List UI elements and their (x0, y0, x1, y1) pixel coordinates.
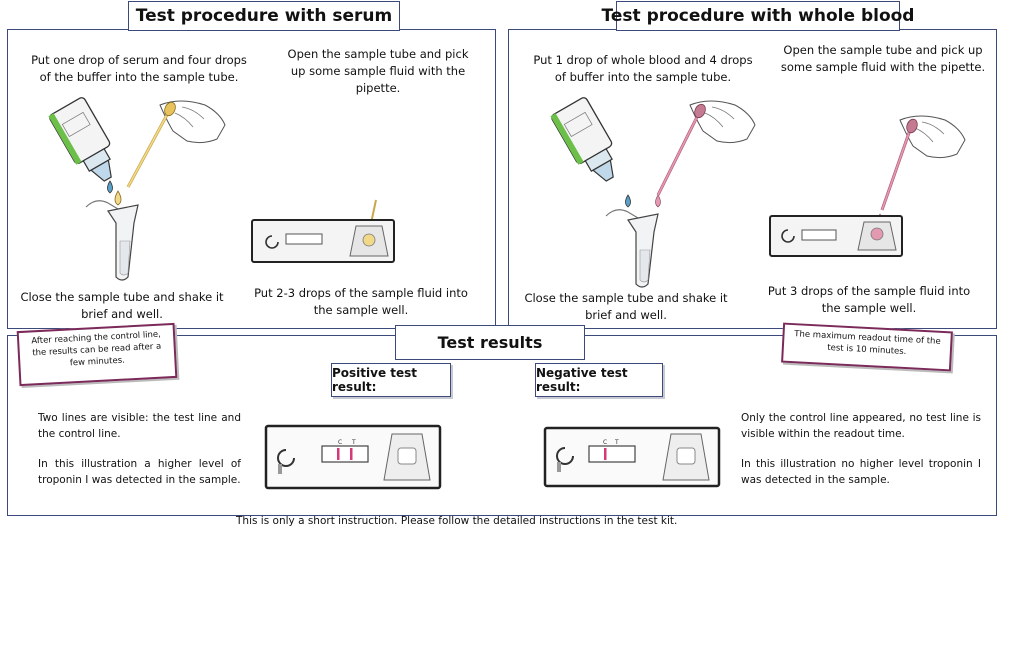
blood-buffer-bottle-illustration (550, 97, 631, 208)
positive-control-line (337, 448, 340, 460)
blood-procedure-panel (508, 29, 997, 329)
negative-result-label: Negative test result: (535, 363, 663, 397)
negative-control-line (604, 448, 607, 460)
blood-test-cassette-illustration (769, 213, 903, 257)
serum-test-cassette-illustration (251, 199, 395, 263)
results-title: Test results (395, 325, 585, 360)
blood-pipette-hand-illustration-1 (655, 100, 756, 208)
blood-step-1-text: Put 1 drop of whole blood and 4 drops of… (533, 53, 753, 84)
serum-step-3-text: Close the sample tube and shake it brief… (20, 290, 224, 321)
blood-step-3-text: Close the sample tube and shake it brief… (524, 291, 728, 322)
positive-cassette-c-label: C (338, 439, 342, 446)
serum-pipette-hand-illustration (126, 100, 226, 188)
negative-result-cassette: C T (543, 426, 721, 488)
negative-cassette-t-label: T (614, 439, 619, 446)
serum-buffer-bottle-illustration (48, 97, 113, 194)
readout-note-left: After reaching the control line, the res… (16, 322, 178, 387)
blood-pipette-hand-illustration-2 (880, 115, 966, 211)
footer-instruction: This is only a short instruction. Please… (236, 515, 678, 527)
serum-step-2-text: Open the sample tube and pick up some sa… (287, 47, 469, 95)
positive-result-description: Two lines are visible: the test line and… (38, 410, 241, 502)
blood-step-2-text: Open the sample tube and pick up some sa… (780, 43, 986, 74)
serum-step-4-text: Put 2-3 drops of the sample fluid into t… (254, 286, 468, 317)
serum-step-1-text: Put one drop of serum and four drops of … (31, 53, 247, 84)
positive-result-cassette: C T (264, 424, 442, 490)
blood-procedure-title: Test procedure with whole blood (602, 1, 914, 31)
serum-sample-tube-illustration (85, 190, 139, 281)
positive-result-text-1: Two lines are visible: the test line and… (38, 412, 241, 440)
positive-cassette-t-label: T (351, 439, 356, 446)
positive-result-text-2: In this illustration a higher level of t… (38, 458, 241, 486)
negative-result-text-2: In this illustration no higher level tro… (741, 458, 981, 486)
negative-cassette-c-label: C (603, 439, 607, 446)
negative-result-description: Only the control line appeared, no test … (741, 410, 981, 502)
serum-procedure-title: Test procedure with serum (128, 1, 400, 31)
serum-procedure-panel (7, 29, 496, 329)
blood-step-4-text: Put 3 drops of the sample fluid into the… (767, 284, 971, 315)
negative-result-text-1: Only the control line appeared, no test … (741, 412, 981, 440)
blood-sample-tube-illustration (605, 209, 659, 288)
positive-result-label: Positive test result: (331, 363, 451, 397)
positive-test-line (350, 448, 353, 460)
